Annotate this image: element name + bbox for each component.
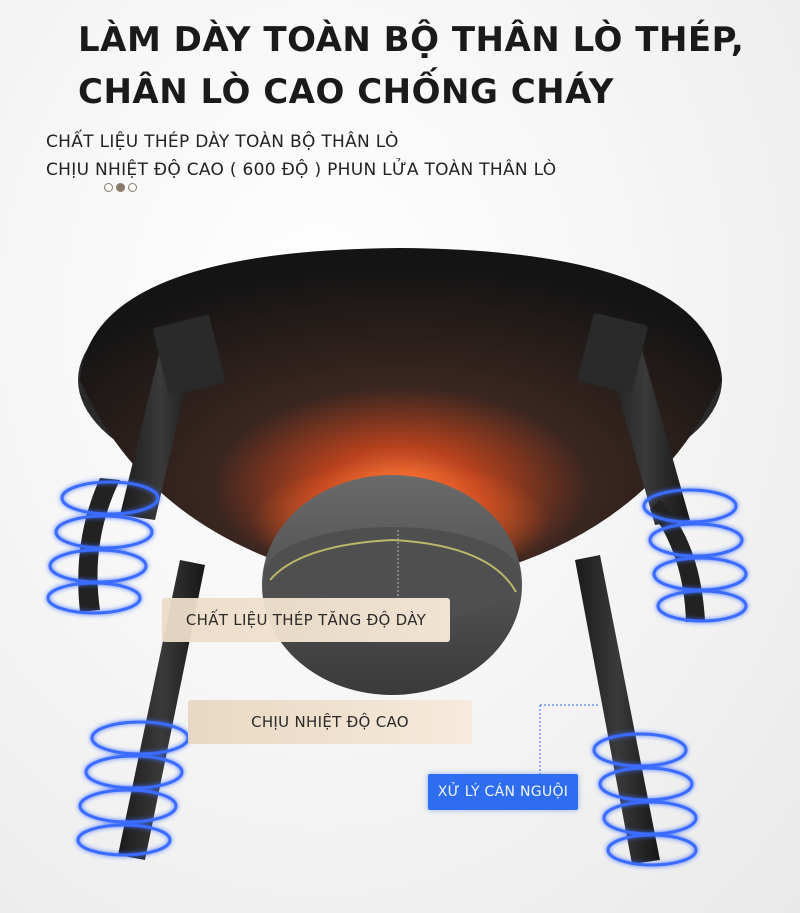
subtitle-line-2: CHỊU NHIỆT ĐỘ CAO ( 600 ĐỘ ) PHUN LỬA TO… (46, 160, 557, 180)
carousel-dot (104, 183, 113, 192)
headline-line-2: CHÂN LÒ CAO CHỐNG CHÁY (78, 72, 614, 112)
headline: LÀM DÀY TOÀN BỘ THÂN LÒ THÉP, CHÂN LÒ CA… (78, 14, 744, 118)
subtitle-line-1: CHẤT LIỆU THÉP DÀY TOÀN BỘ THÂN LÒ (46, 132, 399, 152)
carousel-dot (128, 183, 137, 192)
carousel-dot-active (116, 183, 125, 192)
callout-cold-rolled: XỬ LÝ CÁN NGUỘI (428, 774, 578, 810)
glow-rings-front-left (76, 720, 190, 857)
callout-heat-resistant: CHỊU NHIỆT ĐỘ CAO (188, 700, 472, 744)
callout-steel-thickness: CHẤT LIỆU THÉP TĂNG ĐỘ DÀY (162, 598, 450, 642)
subtitle: CHẤT LIỆU THÉP DÀY TOÀN BỘ THÂN LÒ CHỊU … (46, 128, 556, 184)
bowl-base-plate (262, 475, 522, 695)
carousel-dots (104, 183, 137, 192)
glow-rings-front-right (592, 732, 698, 867)
headline-line-1: LÀM DÀY TOÀN BỘ THÂN LÒ THÉP, (78, 20, 745, 60)
blue-glow-rings (46, 480, 748, 867)
callout-connector (539, 704, 600, 775)
glow-rings-back-left (46, 480, 160, 615)
glow-rings-back-right (642, 488, 748, 623)
